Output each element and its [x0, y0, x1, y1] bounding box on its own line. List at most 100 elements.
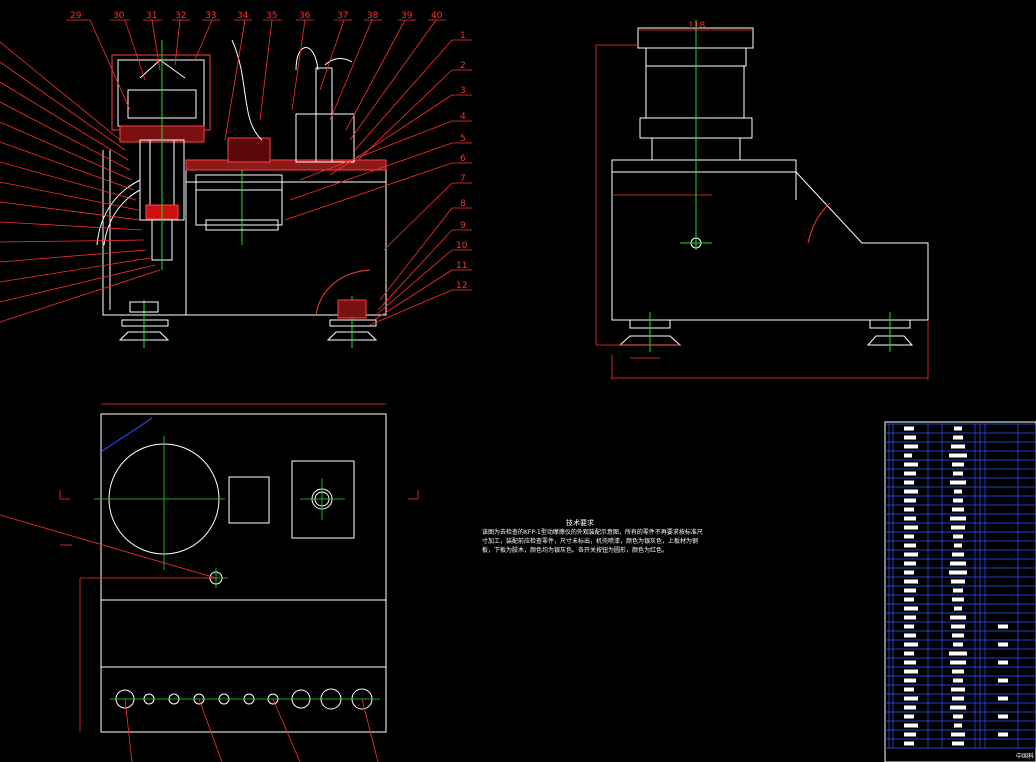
table-cell-material-mark: [952, 669, 964, 674]
table-cell-material-mark: [953, 642, 963, 647]
table-cell-name-mark: [904, 462, 918, 467]
callout-leaders-top: [66, 19, 446, 141]
callouts-top: 29 30 31 32 33 34 35 36 37 38 39 40: [70, 11, 443, 21]
table-cell-material-mark: [954, 543, 962, 548]
table-cell-name-mark: [904, 660, 916, 665]
table-cell-name-mark: [904, 525, 918, 530]
table-cell-material-mark: [953, 435, 963, 440]
callout-35: 35: [266, 11, 277, 21]
callout-30: 30: [113, 11, 125, 21]
table-cell-material-mark: [954, 723, 962, 728]
callout-33: 33: [205, 11, 216, 21]
side-view-width-label: 118: [688, 21, 705, 31]
table-cell-material-mark: [951, 579, 965, 584]
callout-9: 9: [460, 221, 466, 231]
table-cell-name-mark: [904, 624, 914, 629]
table-cell-note-mark: [998, 678, 1008, 683]
table-cell-name-mark: [904, 597, 914, 602]
table-cell-material-mark: [949, 651, 967, 656]
table-cell-note-mark: [998, 642, 1008, 647]
callout-leaders-right: [284, 39, 472, 326]
table-cell-material-mark: [952, 633, 964, 638]
table-cell-material-mark: [952, 597, 964, 602]
table-cell-material-mark: [954, 489, 962, 494]
callout-32: 32: [175, 11, 186, 21]
table-cell-material-mark: [950, 561, 966, 566]
callout-11: 11: [456, 261, 467, 271]
table-cell-name-mark: [904, 741, 914, 746]
table-cell-material-mark: [951, 525, 965, 530]
table-cell-name-mark: [904, 570, 914, 575]
table-cell-name-mark: [904, 426, 914, 431]
table-cell-material-mark: [950, 615, 966, 620]
table-cell-material-mark: [954, 606, 962, 611]
table-cell-note-mark: [998, 660, 1008, 665]
plan-view-dimensions: [0, 403, 419, 762]
table-cell-name-mark: [904, 489, 918, 494]
table-cell-name-mark: [904, 534, 914, 539]
callout-2: 2: [460, 61, 466, 71]
front-section-view: [96, 39, 387, 348]
table-cell-name-mark: [904, 687, 914, 692]
callout-38: 38: [367, 11, 379, 21]
table-cell-material-mark: [953, 678, 963, 683]
table-cell-material-mark: [951, 624, 965, 629]
table-cell-name-mark: [904, 480, 914, 485]
table-cell-note-mark: [998, 732, 1008, 737]
table-cell-material-mark: [953, 534, 963, 539]
table-cell-name-mark: [904, 606, 918, 611]
plan-view-centerlines: [94, 436, 380, 700]
table-cell-material-mark: [950, 480, 966, 485]
table-cell-name-mark: [904, 669, 918, 674]
callout-1: 1: [460, 31, 466, 41]
callout-3: 3: [460, 86, 466, 96]
table-cell-name-mark: [904, 633, 916, 638]
table-cell-material-mark: [953, 714, 963, 719]
callout-6: 6: [460, 154, 466, 164]
table-cell-name-mark: [904, 678, 916, 683]
callout-8: 8: [460, 199, 466, 209]
parts-list-table: [884, 421, 1036, 762]
table-cell-name-mark: [904, 732, 916, 737]
table-cell-name-mark: [904, 471, 916, 476]
side-view-dimensions: [595, 29, 929, 380]
table-cell-name-mark: [904, 444, 918, 449]
front-foot-right: [326, 296, 378, 348]
table-cell-name-mark: [904, 435, 916, 440]
callout-10: 10: [456, 241, 468, 251]
table-cell-name-mark: [904, 714, 914, 719]
tech-requirements-title: 技术要求: [566, 519, 594, 527]
table-cell-name-mark: [904, 453, 912, 458]
table-cell-name-mark: [904, 579, 918, 584]
callout-7: 7: [460, 174, 466, 184]
callout-29: 29: [70, 11, 82, 21]
table-cell-material-mark: [951, 687, 965, 692]
plan-view: [100, 413, 387, 733]
tech-requirements-body: 该图为去检查的KFP-1型动摩擦仪的外观装配示意图，所有的零件不再要求按标准尺寸…: [482, 529, 703, 554]
table-cell-material-mark: [950, 705, 966, 710]
table-cell-material-mark: [951, 444, 965, 449]
table-cell-material-mark: [953, 471, 963, 476]
table-cell-material-mark: [952, 507, 964, 512]
table-cell-name-mark: [904, 696, 918, 701]
callout-4: 4: [460, 112, 466, 122]
table-cell-name-mark: [904, 561, 916, 566]
table-cell-note-mark: [998, 714, 1008, 719]
table-cell-name-mark: [904, 507, 914, 512]
table-cell-material-mark: [950, 516, 966, 521]
callouts-right: 1 2 3 4 5 6 7 8 9 10 11 12: [456, 31, 468, 291]
callout-5: 5: [460, 134, 466, 144]
table-cell-name-mark: [904, 588, 916, 593]
side-view: [611, 20, 929, 352]
front-foot-left: [118, 300, 170, 348]
table-cell-name-mark: [904, 498, 916, 503]
callout-40: 40: [431, 11, 443, 21]
callout-34: 34: [237, 11, 249, 21]
table-cell-material-mark: [953, 498, 963, 503]
table-cell-material-mark: [951, 732, 965, 737]
table-cell-name-mark: [904, 642, 918, 647]
table-cell-material-mark: [953, 588, 963, 593]
callout-37: 37: [337, 11, 348, 21]
table-cell-name-mark: [904, 723, 918, 728]
